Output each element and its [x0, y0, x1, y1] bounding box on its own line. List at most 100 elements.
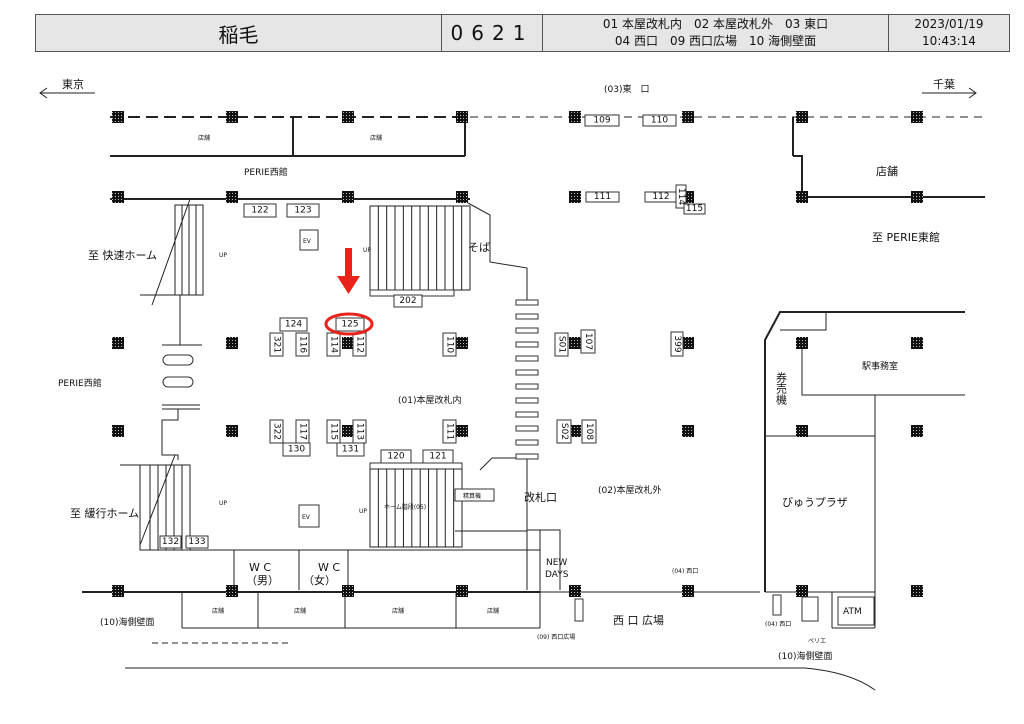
- location-box-label: 125: [341, 320, 358, 330]
- labels: 店舗 店舗 PERIE西館 店舗 至 PERIE東館 至 快速ホーム UP UP…: [58, 134, 940, 662]
- label-shop: 店舗: [487, 607, 499, 615]
- location-box-label: 115: [686, 204, 703, 214]
- location-box-label: S02: [559, 423, 569, 440]
- location-box-label: 112: [652, 192, 669, 202]
- ticket-gate: [515, 411, 539, 418]
- ticket-gate: [515, 299, 539, 306]
- location-box-label: 322: [272, 423, 282, 440]
- walls: [82, 116, 985, 691]
- location-box-label: 110: [651, 116, 668, 126]
- label-west-exit: (04) 西口: [765, 621, 791, 628]
- location-box-label: 124: [285, 320, 302, 330]
- location-box-label: 120: [387, 452, 404, 462]
- date: 2023/01/19: [914, 17, 984, 31]
- stairs-rapid-platform: [151, 198, 204, 306]
- label-west-exit: (04) 西口: [672, 568, 698, 575]
- svg-text:東京: 東京: [62, 77, 84, 91]
- label-west-plaza-small: (09) 西口広場: [537, 633, 575, 641]
- small-kiosk: [574, 598, 584, 622]
- label-to-local-platform: 至 緩行ホーム: [70, 507, 139, 520]
- pillar: [226, 111, 238, 123]
- location-box-label: 115: [329, 423, 339, 440]
- pillar: [911, 111, 923, 123]
- pillar: [342, 585, 354, 597]
- location-box: [335, 317, 365, 332]
- location-box-label: 117: [298, 423, 308, 440]
- pillar: [911, 337, 923, 349]
- label-west-plaza: 西 口 広場: [613, 614, 664, 627]
- pillar: [342, 425, 354, 437]
- small-kiosk: [772, 594, 782, 616]
- location-box-label: 133: [188, 537, 205, 547]
- location-box-label: 112: [355, 336, 365, 353]
- label-sea-wall: (10)海側壁面: [778, 650, 832, 662]
- label-view-plaza: びゅうプラザ: [782, 496, 848, 509]
- location-box-label: 399: [672, 335, 682, 352]
- label-perie-west: PERIE西館: [244, 166, 288, 178]
- label-atm: ATM: [843, 607, 862, 617]
- label-shop: 店舗: [370, 134, 382, 142]
- label-ticket-machine: 券売機: [775, 371, 788, 406]
- pillar: [569, 425, 581, 437]
- label-wc-men-sub: （男）: [246, 574, 279, 587]
- target-highlight: [324, 248, 374, 336]
- label-shop: 店舗: [294, 607, 306, 615]
- pillar: [682, 337, 694, 349]
- location-box: [554, 332, 569, 357]
- ticket-gate: [515, 439, 539, 446]
- location-box: [642, 114, 677, 127]
- pillar: [682, 425, 694, 437]
- label-wc-men: W C: [249, 561, 271, 574]
- header-bar: 稲毛 0621 01 本屋改札内 02 本屋改札外 03 東口 04 西口 09…: [35, 14, 1010, 52]
- location-box-label: 109: [593, 116, 610, 126]
- label-shop: 店舗: [392, 607, 404, 615]
- pillar: [112, 191, 124, 203]
- location-box: [282, 442, 311, 457]
- ticket-gate: [515, 355, 539, 362]
- label-to-perie-east: 至 PERIE東館: [872, 230, 940, 244]
- location-box: [295, 332, 310, 357]
- pillar: [226, 585, 238, 597]
- pillar: [342, 337, 354, 349]
- ticket-gate: [515, 453, 539, 460]
- label-sea-wall-left: (10)海側壁面: [100, 616, 154, 628]
- location-box: [422, 449, 454, 464]
- exit-legend: 01 本屋改札内 02 本屋改札外 03 東口 04 西口 09 西口広場 10…: [543, 15, 889, 51]
- pillar: [682, 585, 694, 597]
- ticket-gate: [515, 327, 539, 334]
- location-box: [243, 203, 277, 218]
- pillar: [569, 337, 581, 349]
- direction-tokyo: 東京: [39, 77, 95, 99]
- label-up: UP: [359, 508, 367, 515]
- location-box: [393, 294, 423, 308]
- atm-box: [837, 596, 875, 626]
- label-newdays: DAYS: [545, 570, 569, 580]
- ticket-gates: [515, 299, 539, 460]
- location-box: [584, 114, 620, 127]
- location-box: [683, 203, 706, 215]
- target-arrow-head-icon: [337, 276, 360, 294]
- ticket-gate: [515, 313, 539, 320]
- location-box-label: 122: [251, 206, 268, 216]
- pillar: [796, 111, 808, 123]
- location-box-label: 110: [445, 336, 455, 353]
- label-wc-women: W C: [318, 561, 340, 574]
- label-shop: 店舗: [212, 607, 224, 615]
- label-up: UP: [219, 252, 227, 259]
- location-box-label: 132: [162, 537, 179, 547]
- location-box-label: 131: [342, 445, 359, 455]
- location-box: [675, 184, 687, 209]
- direction-chiba: 千葉: [922, 77, 977, 99]
- label-to-rapid-platform: 至 快速ホーム: [88, 249, 157, 262]
- target-arrow-icon: [345, 248, 352, 276]
- ticket-gate: [515, 341, 539, 348]
- pillar: [569, 111, 581, 123]
- label-newdays: NEW: [546, 558, 567, 568]
- location-box: [585, 191, 620, 203]
- ticket-gate: [515, 425, 539, 432]
- location-box: [581, 419, 597, 444]
- location-box: [442, 332, 457, 357]
- location-box: [336, 442, 365, 457]
